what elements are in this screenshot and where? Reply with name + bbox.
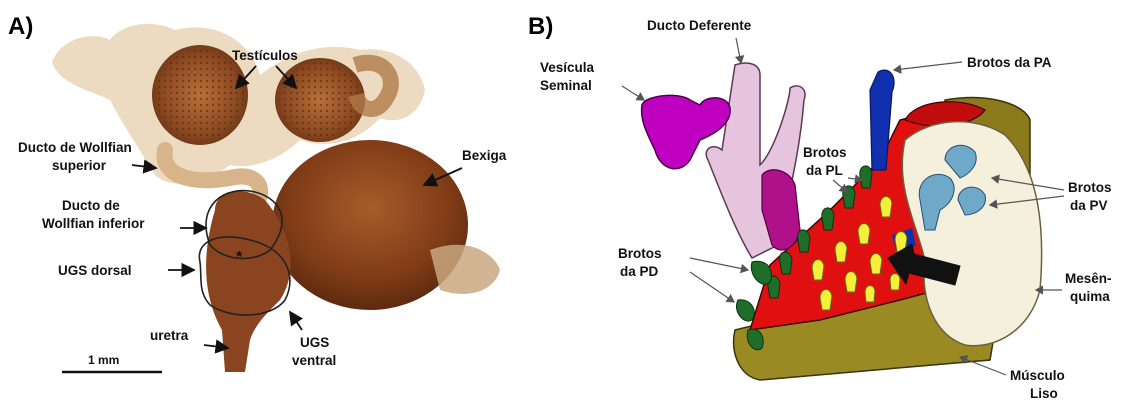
arrow-ducto-deferente	[736, 38, 741, 63]
label-brotos-pd-2: da PD	[620, 264, 659, 279]
label-ugs-dorsal: UGS dorsal	[58, 263, 132, 278]
scale-bar-label: 1 mm	[88, 353, 119, 367]
label-testiculos: Testículos	[232, 48, 298, 63]
arrow-brotos-pl-1	[833, 180, 847, 192]
panel-b: B)	[528, 13, 1112, 401]
label-ducto-deferente: Ducto Deferente	[647, 18, 752, 33]
label-ugs-ventral-1: UGS	[300, 335, 329, 350]
arrow-brotos-pd-2	[690, 272, 734, 302]
arrow-brotos-pd-1	[690, 258, 748, 270]
arrow-ugs-ventral	[290, 312, 302, 330]
right-testis-texture	[279, 62, 361, 138]
label-brotos-pl-2: da PL	[806, 163, 843, 178]
label-vesicula-2: Seminal	[540, 78, 592, 93]
panel-b-letter: B)	[528, 13, 553, 40]
label-bexiga: Bexiga	[462, 148, 507, 163]
bladder	[272, 140, 468, 310]
arrow-brotos-pa	[894, 62, 962, 70]
label-wolffian-superior-2: superior	[52, 158, 107, 173]
label-uretra: uretra	[150, 328, 189, 343]
label-musculo-2: Liso	[1030, 386, 1058, 401]
ugs-asterisk: *	[236, 249, 243, 266]
label-ugs-ventral-2: ventral	[292, 353, 336, 368]
label-vesicula-1: Vesícula	[540, 60, 595, 75]
bladder-neck-tissue	[430, 245, 500, 294]
label-wolffian-inferior-1: Ducto de	[62, 198, 120, 213]
label-mesenquima-1: Mesên-	[1065, 271, 1112, 286]
label-brotos-pv-1: Brotos	[1068, 180, 1112, 195]
panel-a: A) * Testículos Ducto de Wollfian superi…	[8, 13, 507, 372]
label-brotos-pl-1: Brotos	[803, 145, 847, 160]
label-wolffian-inferior-2: Wollfian inferior	[42, 216, 145, 231]
label-wolffian-superior-1: Ducto de Wollfian	[18, 140, 132, 155]
label-brotos-pd-1: Brotos	[618, 246, 662, 261]
arrow-vesicula	[622, 86, 644, 100]
label-brotos-pv-2: da PV	[1070, 198, 1108, 213]
left-testis-texture	[156, 49, 244, 141]
panel-a-letter: A)	[8, 13, 33, 40]
label-mesenquima-2: quima	[1070, 289, 1110, 304]
label-brotos-pa: Brotos da PA	[967, 55, 1052, 70]
label-musculo-1: Músculo	[1010, 368, 1065, 383]
